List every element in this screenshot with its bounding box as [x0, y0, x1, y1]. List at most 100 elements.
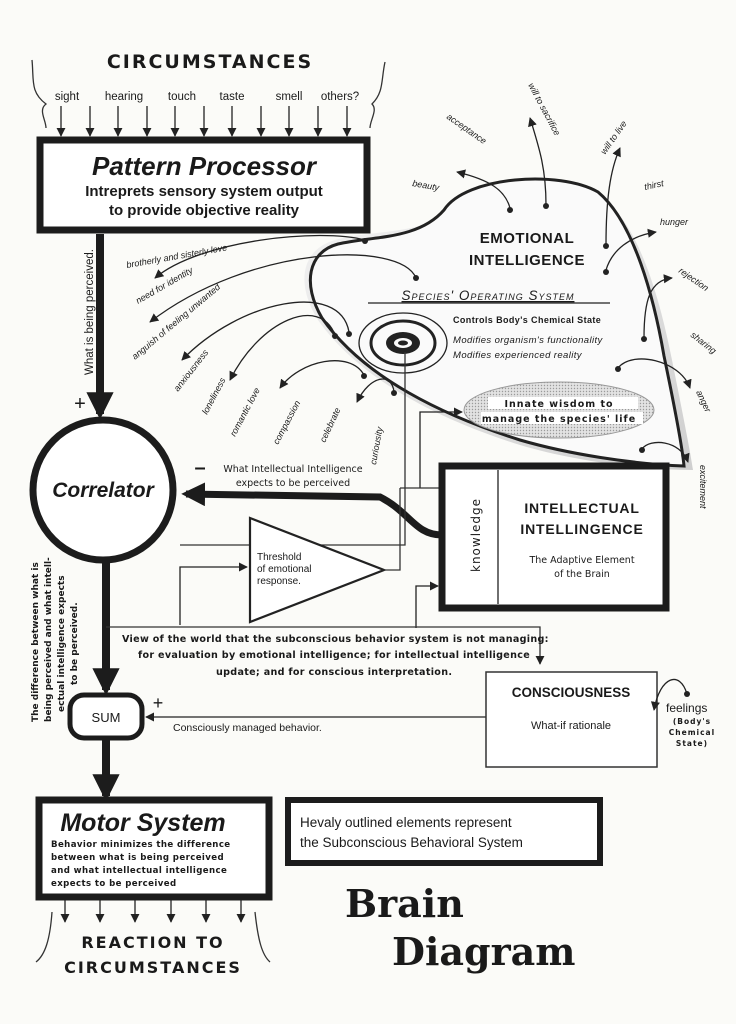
pattern-processor-line2: to provide objective reality	[109, 202, 300, 219]
legend-line2: the Subconscious Behavioral System	[300, 835, 523, 850]
emotion-labels-right: rejection sharing anger excitement	[677, 265, 718, 509]
feelings-arrow	[650, 678, 688, 711]
emotion-label-brotherly-love: brotherly and sisterly love	[126, 242, 228, 270]
controls-text: Controls Body's Chemical State	[453, 315, 601, 325]
emotion-label-anxiousness: anxiousness	[172, 347, 211, 393]
emotion-label-compassion: compassion	[271, 399, 302, 446]
page-title-line1: Brain	[345, 881, 464, 926]
pattern-processor-box: Pattern Processor Intreprets sensory sys…	[36, 136, 371, 234]
bottom-left-brace	[35, 911, 53, 963]
emotion-label-thirst: thirst	[643, 178, 665, 192]
consciousness-sub: What-if rationale	[531, 720, 611, 732]
consciousness-title: CONSCIOUSNESS	[512, 685, 631, 700]
legend-line1: Hevaly outlined elements represent	[300, 815, 512, 830]
circumstances-title: CIRCUMSTANCES	[107, 51, 313, 73]
intellectual-intelligence-box: knowledge INTELLECTUAL INTELLINGENCE The…	[438, 462, 670, 612]
sense-label: sight	[55, 91, 80, 103]
expects-arrow	[181, 482, 443, 539]
threshold-line1: Threshold	[257, 552, 301, 563]
consciousness-box: CONSCIOUSNESS What-if rationale	[485, 671, 658, 768]
feelings-note-1: (Body's	[673, 717, 711, 726]
plus-sign-correlator: +	[74, 393, 86, 415]
plus-sign-sum: +	[153, 693, 164, 713]
emotion-label-will-to-sacrifice: will to sacrifice	[526, 81, 562, 137]
modifies-functionality-text: Modifies organism's functionality	[453, 335, 604, 346]
intellectual-title-1: INTELLECTUAL	[524, 500, 639, 516]
wisdom-line2: manage the species' life	[482, 414, 636, 425]
reaction-line1: REACTION TO	[81, 933, 224, 952]
intellectual-sub-1: The Adaptive Element	[528, 555, 634, 566]
expects-label-line2: expects to be perceived	[236, 478, 350, 489]
correlator-title: Correlator	[52, 479, 155, 502]
sense-label: touch	[168, 91, 196, 103]
species-os-subtitle: Species' Operating System	[402, 288, 575, 303]
emotion-label-anger: anger	[694, 389, 713, 415]
wisdom-line1: Innate wisdom to	[504, 399, 613, 410]
emotion-label-will-to-live: will to live	[598, 119, 628, 156]
emotion-arrows-top	[456, 117, 692, 463]
view-line	[106, 626, 545, 665]
correlator-node: Correlator	[29, 416, 177, 564]
feelings-dot	[684, 691, 690, 697]
knowledge-label: knowledge	[469, 498, 483, 572]
motor-line4: expects to be perceived	[51, 879, 177, 889]
threshold-line3: response.	[257, 576, 301, 587]
feelings-note-2: Chemical	[669, 728, 715, 737]
view-line1: View of the world that the subconscious …	[122, 634, 549, 645]
pattern-processor-line1: Intreprets sensory system output	[85, 183, 323, 200]
innate-wisdom-ellipse: Innate wisdom to manage the species' lif…	[463, 381, 655, 439]
difference-line4: to be perceived.	[70, 602, 80, 685]
threshold-line2: of emotional	[257, 564, 311, 575]
emotion-label-excitement: excitement	[698, 465, 708, 509]
difference-line1: The difference between what is	[31, 562, 41, 722]
threshold-output-line	[384, 488, 401, 571]
intellectual-sub-2: of the Brain	[554, 569, 610, 580]
expects-label-line1: What Intellectual Intelligence	[223, 464, 362, 475]
reaction-line2: CIRCUMSTANCES	[64, 958, 242, 977]
emotional-title-1: EMOTIONAL	[480, 230, 575, 247]
motor-title: Motor System	[60, 809, 225, 837]
motor-output-arrows	[60, 900, 246, 923]
sense-label: hearing	[105, 91, 143, 103]
sense-label: others?	[321, 91, 359, 103]
page-title-line2: Diagram	[392, 929, 575, 974]
motor-line1: Behavior minimizes the difference	[51, 840, 231, 850]
view-to-intellectual-arrow	[415, 581, 439, 628]
difference-line2: being perceived and what intell-	[44, 557, 54, 722]
wisdom-feed-arrow	[419, 407, 463, 488]
perceived-label: What is being perceived.	[84, 249, 96, 375]
emotion-label-loneliness: loneliness	[200, 375, 228, 415]
threshold-triangle: Threshold of emotional response.	[248, 516, 388, 624]
bottom-right-brace	[254, 911, 271, 963]
legend-box: Hevaly outlined elements represent the S…	[285, 797, 603, 866]
motor-system-box: Motor System Behavior minimizes the diff…	[35, 796, 273, 901]
minus-sign: –	[194, 457, 205, 479]
pattern-processor-title: Pattern Processor	[92, 151, 318, 181]
intellectual-title-2: INTELLINGENCE	[520, 521, 643, 537]
left-brace	[31, 59, 48, 129]
view-line2: for evaluation by emotional intelligence…	[138, 650, 530, 661]
sum-label: SUM	[92, 710, 121, 725]
sense-label: smell	[276, 91, 303, 103]
emotional-title-2: INTELLIGENCE	[469, 252, 585, 269]
emotion-label-curiousity: curiousity	[368, 426, 385, 466]
senses-row: sight hearing touch taste smell others?	[55, 91, 359, 103]
consciously-label: Consciously managed behavior.	[173, 722, 322, 734]
difference-line3: ectual intelligence expects	[57, 575, 67, 712]
emotion-label-hunger: hunger	[660, 217, 689, 227]
motor-line3: and what intellectual intelligence	[51, 866, 227, 876]
feelings-label: feelings	[666, 701, 707, 715]
view-line3: update; and for conscious interpretation…	[216, 667, 452, 678]
threshold-input-arrow	[179, 562, 248, 625]
emotion-arrows-left	[149, 234, 419, 403]
emotion-label-beauty: beauty	[412, 178, 441, 193]
target-icon	[358, 312, 448, 374]
emotion-label-celebrate: celebrate	[318, 406, 343, 444]
sense-label: taste	[220, 91, 245, 103]
feelings-note-3: State)	[676, 739, 708, 748]
emotion-label-sharing: sharing	[689, 330, 718, 356]
sum-node: SUM	[67, 692, 145, 741]
sense-arrows	[56, 106, 352, 137]
right-brace	[369, 61, 386, 129]
